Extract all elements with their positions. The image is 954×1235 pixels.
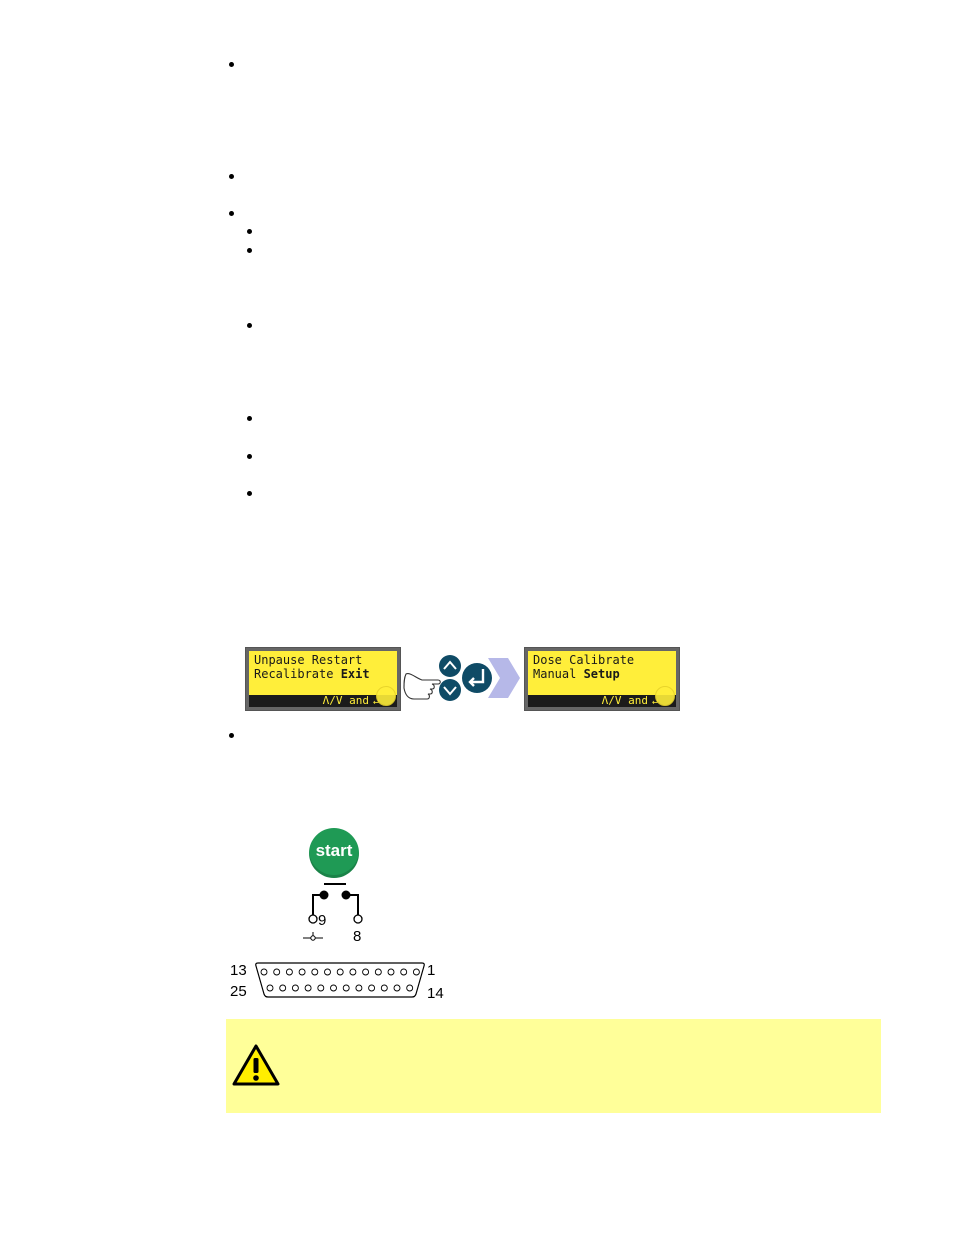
connector-pin (387, 968, 395, 976)
switch-wiring-diagram (303, 883, 363, 941)
connector-pin (304, 984, 312, 992)
lcd-footer: Λ/V and ↵ (528, 695, 676, 707)
pin-label-9: 9 (318, 912, 327, 929)
lcd-screen: Unpause Restart Recalibrate Exit (249, 651, 397, 695)
connector-pin (393, 984, 401, 992)
connector-label-top-right: 1 (427, 962, 436, 979)
pin-label-8: 8 (353, 928, 362, 945)
lcd-footer-text: Λ/V and (601, 694, 648, 707)
connector-pin (291, 984, 299, 992)
ground-icon (303, 932, 323, 941)
connector-pin (273, 968, 281, 976)
lcd-display-pause-menu: Unpause Restart Recalibrate Exit Λ/V and… (245, 647, 401, 711)
lcd-footer: Λ/V and ↵ (249, 695, 397, 707)
connector-pin (336, 968, 344, 976)
connector-pin (260, 968, 268, 976)
list-bullet (229, 733, 234, 738)
connector-pin (324, 968, 331, 976)
warning-box (226, 1019, 881, 1113)
pointing-hand-icon (403, 673, 441, 700)
connector-pin (412, 968, 420, 976)
list-bullet (229, 62, 234, 67)
warning-icon (232, 1044, 280, 1086)
connector-pin (342, 984, 350, 992)
connector-pin (330, 984, 337, 992)
keypad-navigation-diagram (403, 655, 520, 701)
enter-icon: ↵ (651, 696, 658, 707)
lcd-knob-icon (376, 686, 396, 706)
list-bullet (247, 416, 252, 421)
lcd-line-2: Manual Setup (533, 667, 620, 681)
connector-pin (355, 984, 363, 992)
connector-pin (400, 968, 408, 976)
lcd-display-main-menu: Dose Calibrate Manual Setup Λ/V and ↵ (524, 647, 680, 711)
list-bullet (229, 211, 234, 216)
start-button-icon: start (309, 828, 359, 878)
d-sub-connector-icon (255, 962, 425, 998)
connector-label-top-left: 13 (230, 962, 247, 979)
connector-pin (349, 968, 357, 976)
lcd-knob-icon (655, 686, 675, 706)
connector-pin (298, 968, 306, 976)
lcd-line-1: Unpause Restart (254, 653, 363, 667)
connector-pin (362, 968, 370, 976)
lcd-selected-option: Setup (583, 667, 620, 681)
connector-pin (368, 984, 376, 992)
lcd-selected-option: Exit (340, 667, 370, 681)
connector-pin (374, 968, 382, 976)
list-bullet (247, 229, 252, 234)
lcd-footer-text: Λ/V and (322, 694, 369, 707)
connector-pin (311, 968, 319, 976)
arrow-right-icon (488, 658, 520, 698)
enter-icon: ↵ (372, 696, 379, 707)
lcd-line-1: Dose Calibrate (533, 653, 635, 667)
connector-pin (406, 984, 414, 992)
connector-pin (380, 984, 388, 992)
connector-pin (266, 984, 274, 992)
list-bullet (247, 323, 252, 328)
connector-pin (317, 984, 325, 992)
list-bullet (247, 248, 252, 253)
lcd-screen: Dose Calibrate Manual Setup (528, 651, 676, 695)
up-key-icon (439, 655, 461, 677)
start-label: start (315, 841, 353, 860)
connector-pin (279, 984, 287, 992)
down-key-icon (439, 679, 461, 701)
list-bullet (229, 174, 234, 179)
connector-pin (285, 968, 293, 976)
list-bullet (247, 491, 252, 496)
connector-label-bottom-left: 25 (230, 983, 247, 1000)
list-bullet (247, 454, 252, 459)
lcd-line-2: Recalibrate Exit (254, 667, 370, 681)
enter-key-icon (462, 663, 492, 693)
connector-label-bottom-right: 14 (427, 985, 444, 1002)
